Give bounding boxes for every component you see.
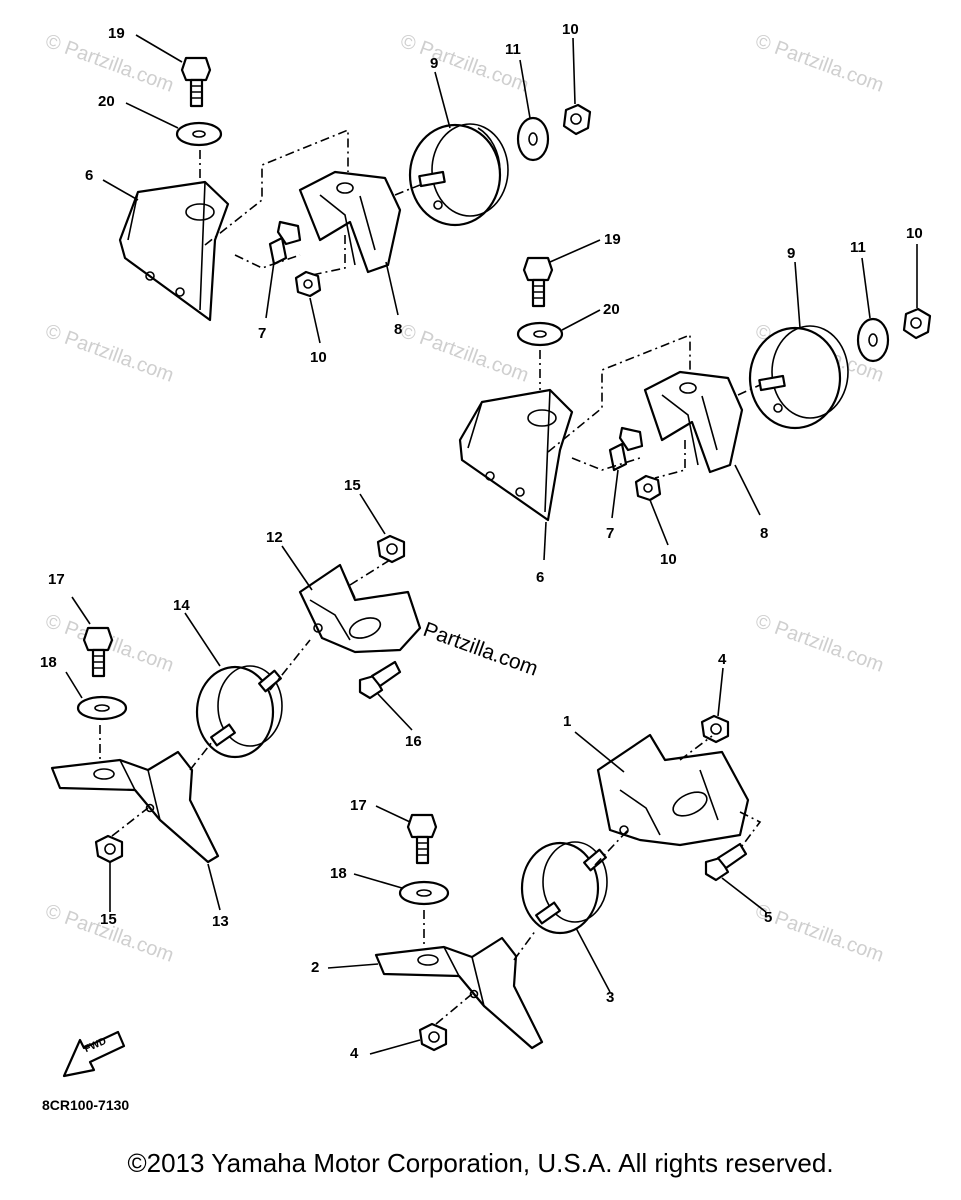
callout-17: 17 [48,571,65,588]
callout-19: 19 [604,231,621,248]
callout-9: 9 [787,245,796,262]
callout-10: 10 [562,21,579,38]
washer-11-lower [856,317,890,363]
callout-1: 1 [563,713,572,730]
callout-4: 4 [718,651,727,668]
bracket-6-lower [458,388,574,522]
callout-14: 14 [173,597,190,614]
callout-13: 13 [212,913,229,930]
callout-10: 10 [310,349,327,366]
callout-7: 7 [606,525,615,542]
nut-4-upper [700,714,730,744]
washer-20-upper [175,121,223,147]
bracket-8-upper [298,170,402,274]
callout-4: 4 [350,1045,359,1062]
callout-15: 15 [100,911,117,928]
bracket-13 [50,750,220,864]
callout-10: 10 [660,551,677,568]
callout-11: 11 [505,41,521,58]
callout-19: 19 [108,25,125,42]
bolt-5 [704,842,748,882]
nut-10-lower-right [634,474,662,502]
bolt-7-lower [608,426,644,472]
washer-20-lower [516,321,564,347]
mount-9-upper [408,123,509,227]
nut-15-lower [94,834,124,864]
callout-15: 15 [344,477,361,494]
callout-17: 17 [350,797,367,814]
nut-10-upper [562,103,592,136]
mount-14 [195,665,283,759]
callout-18: 18 [330,865,347,882]
bracket-1 [596,733,750,847]
washer-11-upper [516,116,550,162]
fwd-arrow-icon [62,1030,126,1078]
callout-20: 20 [603,301,620,318]
callout-6: 6 [85,167,94,184]
callout-2: 2 [311,959,320,976]
nut-10-lower-far [902,307,932,340]
bolt-17-lower [406,813,438,865]
callout-8: 8 [394,321,403,338]
bolt-16 [358,660,402,700]
callout-5: 5 [764,909,773,926]
callout-6: 6 [536,569,545,586]
washer-18-left [76,695,128,721]
nut-10-lower-left [294,270,322,298]
callout-9: 9 [430,55,439,72]
bolt-19-upper [180,56,212,108]
bolt-19-lower [522,256,554,308]
diagram-code: 8CR100-7130 [42,1097,130,1113]
bolt-7-upper [268,220,302,266]
callout-10: 10 [906,225,923,242]
bracket-6-upper [118,180,230,322]
bracket-12 [298,563,422,654]
bracket-2 [374,936,544,1050]
callout-16: 16 [405,733,422,750]
washer-18-lower [398,880,450,906]
mount-3 [520,841,608,935]
nut-4-lower [418,1022,448,1052]
callout-20: 20 [98,93,115,110]
bolt-17-left [82,626,114,678]
callout-3: 3 [606,989,615,1006]
callout-8: 8 [760,525,769,542]
mount-9-lower [748,325,849,430]
callout-11: 11 [850,239,866,256]
bracket-8-lower [643,370,744,474]
nut-15-upper [376,534,406,564]
copyright-notice: ©2013 Yamaha Motor Corporation, U.S.A. A… [127,1148,834,1178]
callout-7: 7 [258,325,267,342]
callout-12: 12 [266,529,283,546]
callout-18: 18 [40,654,57,671]
